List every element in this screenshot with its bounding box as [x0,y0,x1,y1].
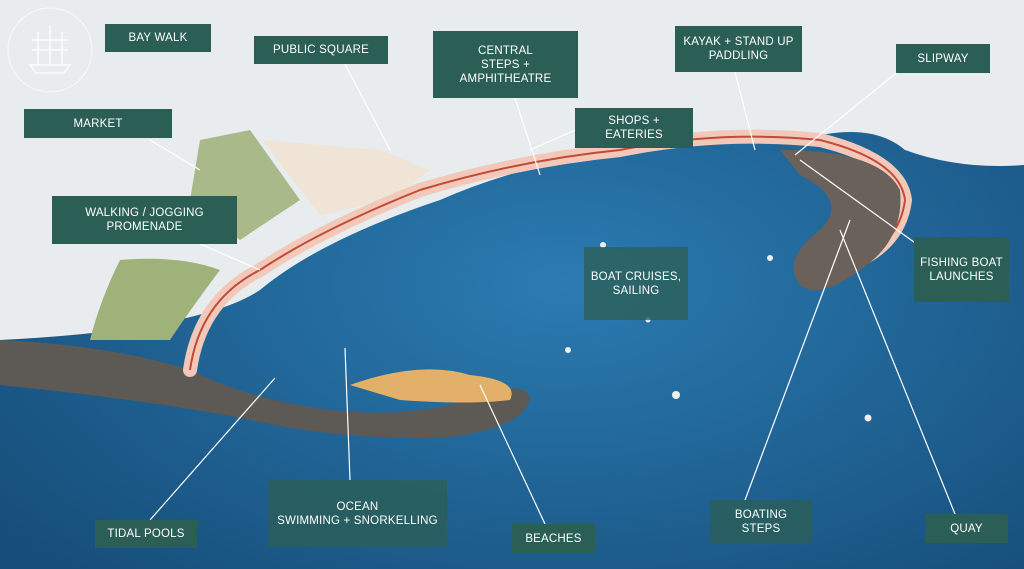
label-market: MARKET [24,109,172,138]
label-text: BOAT CRUISES, SAILING [590,270,682,297]
label-shops: SHOPS + EATERIES [575,108,693,148]
label-boat-cruises: BOAT CRUISES, SAILING [584,247,688,320]
promenade-edge [189,135,907,371]
label-text: WALKING / JOGGING PROMENADE [85,207,204,233]
waterfront-logo [0,0,110,105]
leader-lines [149,63,956,525]
label-text: TIDAL POOLS [107,528,185,540]
label-text: MARKET [73,117,123,130]
label-fishing-boat: FISHING BOAT LAUNCHES [914,237,1009,302]
label-text: QUAY [950,522,983,535]
label-central-steps: CENTRAL STEPS + AMPHITHEATRE [433,31,578,98]
label-promenade: WALKING / JOGGING PROMENADE [52,196,237,244]
label-slipway: SLIPWAY [896,44,990,73]
pier-east [780,150,901,290]
tidal-pools [350,369,512,403]
label-text: KAYAK + STAND UP PADDLING [683,36,794,62]
label-tidal-pools: TIDAL POOLS [95,520,197,548]
label-text: PUBLIC SQUARE [273,44,369,56]
label-quay: QUAY [925,514,1008,543]
label-bay-walk: BAY WALK [105,24,211,52]
label-beaches: BEACHES [512,524,595,553]
green-park [90,258,220,340]
label-public-square: PUBLIC SQUARE [254,36,388,64]
label-text: SHOPS + EATERIES [605,115,663,141]
label-text: BAY WALK [128,32,188,44]
label-text: OCEAN SWIMMING + SNORKELLING [277,500,438,527]
label-text: FISHING BOAT LAUNCHES [920,256,1003,283]
breakwater-west [0,340,530,439]
label-kayak: KAYAK + STAND UP PADDLING [675,26,802,72]
label-ocean-swimming: OCEAN SWIMMING + SNORKELLING [268,480,447,547]
label-text: SLIPWAY [917,52,969,65]
label-text: BOATING STEPS [734,508,788,535]
label-boating-steps: BOATING STEPS [710,500,812,543]
label-text: BEACHES [525,532,582,545]
label-text: CENTRAL STEPS + AMPHITHEATRE [459,44,552,85]
